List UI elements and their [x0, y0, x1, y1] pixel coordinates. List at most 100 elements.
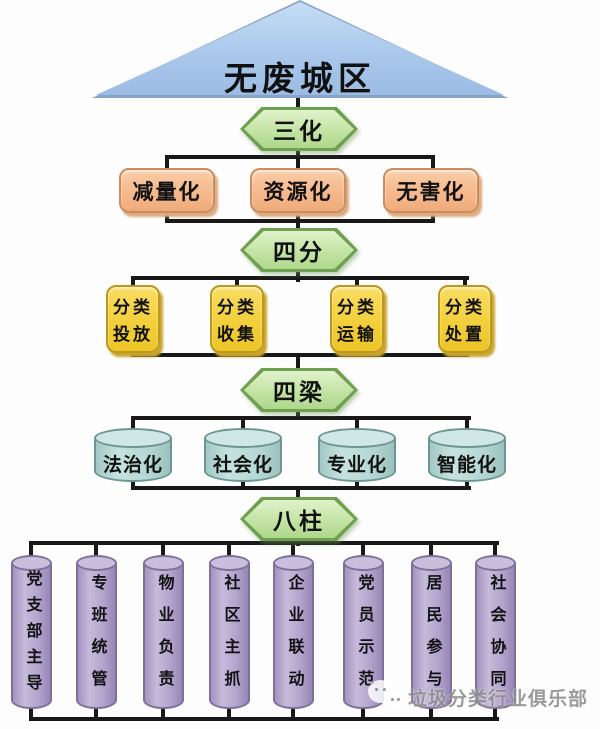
connector-line: [131, 276, 469, 280]
pillar-body: [76, 563, 117, 709]
connector-line: [241, 416, 245, 432]
connector-line: [161, 704, 165, 721]
pillar-lid: [411, 555, 452, 571]
pillar-body: [143, 563, 184, 709]
wechat-bubble-large: [368, 680, 393, 703]
siliang-item-can: 专业化: [318, 428, 396, 482]
siliang-item-can: 法治化: [94, 428, 172, 482]
connector-line: [296, 353, 300, 370]
bazhu-item-pillar: 物业负责: [143, 555, 184, 709]
sifen-item-box: 分类 运输: [330, 285, 384, 353]
pillar-lid: [343, 555, 384, 571]
pillar-body: [411, 563, 452, 709]
hexagon-label: 三化: [273, 118, 325, 144]
hexagon-face: [244, 231, 354, 269]
pillar-label: 居民参与: [423, 574, 441, 702]
sifen-item-box: 分类 投放: [106, 285, 160, 353]
pillar-lid: [273, 555, 314, 571]
pillar-label: 企业联动: [285, 574, 303, 702]
connector-line: [361, 541, 365, 559]
pillar-label: 党员示范: [355, 574, 373, 702]
hexagon-face: [244, 371, 354, 409]
connector-line: [161, 541, 165, 559]
hexagon-label: 四分: [273, 239, 325, 265]
hexagon-sanhua: 三化: [240, 107, 358, 151]
connector-line: [165, 219, 435, 223]
connector-line: [296, 486, 300, 499]
hexagon-label: 八柱: [273, 508, 325, 534]
can-label: 智能化: [436, 454, 497, 476]
connector-line: [493, 541, 497, 559]
connector-line: [296, 94, 300, 110]
bazhu-item-pillar: 专班统管: [76, 555, 117, 709]
can-lid: [204, 428, 282, 448]
sanhua-item-box: 减量化: [119, 168, 215, 213]
hexagon-sifen: 四分: [240, 228, 358, 272]
connector-line: [355, 477, 359, 490]
pillar-body: [209, 563, 250, 709]
connector-line: [465, 416, 469, 432]
pillar-label: 专班统管: [88, 574, 106, 702]
connector-line: [493, 704, 497, 721]
connector-line: [227, 541, 231, 559]
connector-line: [291, 704, 295, 721]
connector-line: [241, 477, 245, 490]
siliang-item-can: 智能化: [428, 428, 506, 482]
connector-line: [131, 416, 471, 420]
connector-line: [29, 541, 33, 559]
hexagon-face: [244, 110, 354, 148]
pillar-body: [11, 563, 52, 709]
pillar-label: 党支部主导: [23, 570, 41, 700]
hexagon-label: 四梁: [273, 379, 325, 405]
connector-line: [429, 704, 433, 721]
can-lid: [428, 428, 506, 448]
connector-line: [431, 209, 435, 223]
pillar-label: 社区主抓: [221, 574, 239, 702]
pillar-body: [475, 563, 516, 709]
connector-line: [361, 704, 365, 721]
wechat-icon: [366, 679, 408, 715]
connector-line: [296, 211, 300, 232]
sifen-item-line2: 收集: [217, 325, 257, 345]
pillar-lid: [11, 555, 52, 571]
wechat-bubble-small: [387, 692, 405, 709]
sifen-item-line1: 分类: [113, 297, 153, 317]
connector-line: [296, 149, 300, 170]
connector-line: [94, 704, 98, 721]
can-lid: [94, 428, 172, 448]
siliang-item-can: 社会化: [204, 428, 282, 482]
watermark: 垃圾分类行业俱乐部: [366, 679, 588, 715]
sifen-item-line1: 分类: [445, 297, 485, 317]
bazhu-item-pillar: 居民参与: [411, 555, 452, 709]
diagram-title: 无废城区: [224, 60, 376, 97]
connector-line: [355, 276, 359, 289]
connector-line: [131, 353, 469, 357]
sanhua-item-box: 资源化: [250, 168, 346, 213]
sifen-item-line1: 分类: [337, 297, 377, 317]
sifen-item-box: 分类 处置: [438, 285, 492, 353]
pillar-label: 物业负责: [155, 574, 173, 702]
bazhu-item-pillar: 社会协同: [475, 555, 516, 709]
sifen-item-line2: 处置: [445, 325, 485, 345]
can-lid: [318, 428, 396, 448]
connector-line: [131, 477, 135, 490]
connector-line: [29, 717, 499, 721]
sifen-item-line2: 投放: [113, 325, 153, 345]
connector-line: [431, 155, 435, 170]
sifen-item-line2: 运输: [337, 325, 377, 345]
pillar-label: 社会协同: [487, 574, 505, 702]
sanhua-item-box: 无害化: [383, 168, 479, 213]
connector-line: [227, 704, 231, 721]
connector-line: [165, 209, 169, 223]
pillar-lid: [475, 555, 516, 571]
watermark-text: 垃圾分类行业俱乐部: [408, 688, 589, 710]
connector-line: [235, 276, 239, 289]
hexagon-bazhu: 八柱: [240, 497, 358, 541]
connector-line: [463, 276, 467, 289]
connector-line: [429, 541, 433, 559]
connector-line: [355, 416, 359, 432]
can-label: 社会化: [212, 454, 273, 476]
can-label: 法治化: [102, 454, 163, 476]
can-label: 专业化: [326, 454, 387, 476]
connector-line: [165, 155, 435, 159]
